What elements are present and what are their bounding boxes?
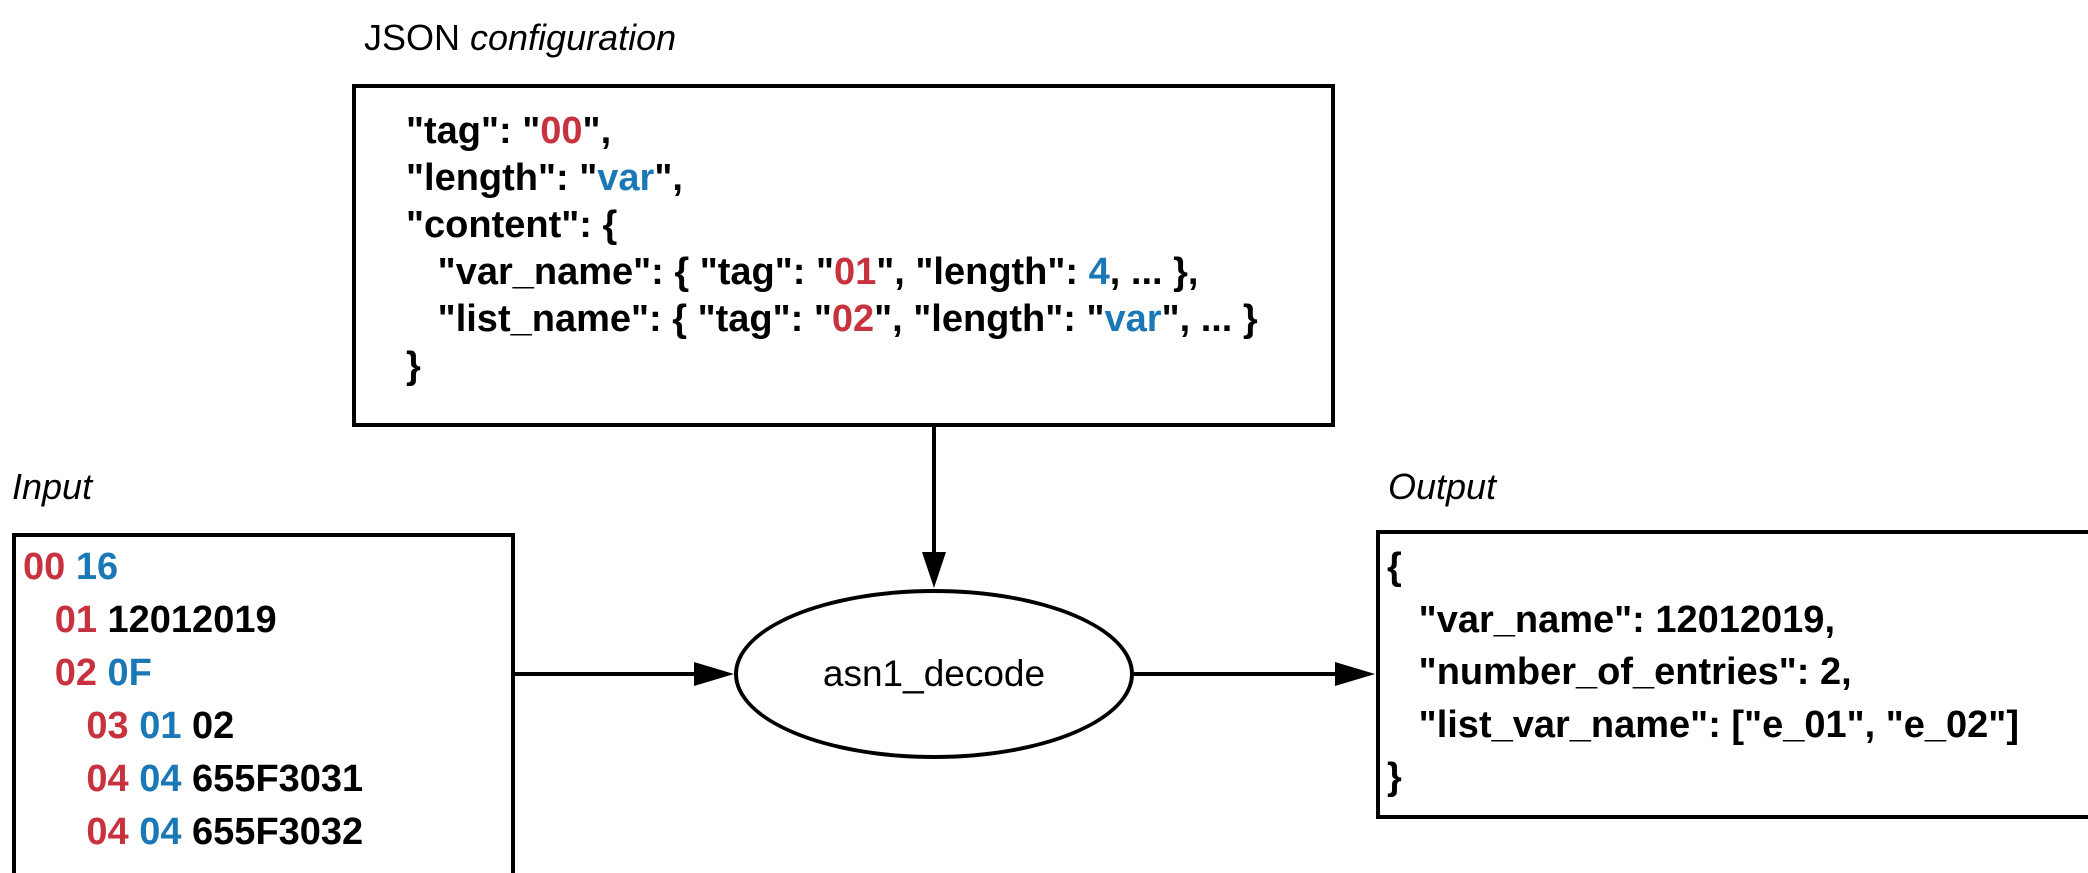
code-text: 655F3032 [181,811,364,853]
input-line: 04 04 655F3032 [23,810,363,854]
code-text [129,705,140,747]
config-caption-italic: configuration [470,17,677,58]
arrowhead-decode-to-output [1335,662,1375,686]
length-value: 01 [139,705,182,747]
code-text [65,546,76,588]
tag-value: 01 [833,251,877,293]
tag-value: 00 [540,110,583,152]
code-text: "tag": " [406,110,541,152]
length-value: var [1104,298,1162,340]
config-line: "tag": "00", [406,109,611,153]
code-text: "var_name": { "tag": " [406,251,834,293]
code-text: ", ... } [1161,298,1258,340]
code-text [23,599,55,641]
length-value: 04 [139,758,182,800]
tag-value: 04 [86,758,129,800]
code-text: ", "length": " [874,298,1105,340]
length-value: 0F [107,652,152,694]
input-line: 00 16 [23,545,118,589]
code-text: ", [582,110,612,152]
code-text: "content": { [406,204,618,246]
arrowhead-input-to-decode [694,662,734,686]
code-text: ", "length": [876,251,1089,293]
config-caption-plain: JSON [364,17,471,58]
code-text: 12012019 [96,599,277,641]
tag-value: 02 [54,652,97,694]
input-line: 02 0F [23,651,152,695]
code-text [129,811,140,853]
code-text: "number_of_entries": 2, [1387,651,1852,693]
length-value: 04 [139,811,182,853]
length-value: 4 [1088,251,1110,293]
code-text: } [406,345,421,387]
code-text [23,705,86,747]
tag-value: 04 [86,811,129,853]
code-text: ", [654,157,683,199]
tag-value: 02 [831,298,875,340]
code-text: , ... }, [1109,251,1199,293]
input-caption: Input [12,466,93,507]
code-text [97,652,108,694]
code-text: } [1387,756,1402,798]
output-line: "number_of_entries": 2, [1387,650,1852,694]
output-box: { "var_name": 12012019, "number_of_entri… [1376,530,2088,819]
code-text: "list_var_name": ["e_01", "e_02"] [1387,703,2019,746]
output-line: { [1387,545,1402,589]
config-line: "content": { [406,203,617,247]
tag-value: 01 [54,599,97,641]
config-line: } [406,344,421,388]
code-text [129,758,140,800]
output-caption: Output [1388,466,1497,507]
config-caption: JSON configuration [364,18,676,58]
input-line: 04 04 655F3031 [23,757,363,801]
code-text: "list_name": { "tag": " [406,298,832,340]
code-text: "length": " [406,157,598,199]
input-line: 03 01 02 [23,704,234,748]
code-text [23,652,55,694]
code-text: { [1387,546,1402,588]
code-text: "var_name": 12012019, [1387,598,1836,641]
code-text: 655F3031 [181,758,364,800]
config-box: "tag": "00","length": "var","content": {… [352,84,1335,427]
output-line: "var_name": 12012019, [1387,598,1835,642]
code-text [23,758,86,800]
decode-label: asn1_decode [822,653,1046,694]
input-line: 01 12012019 [23,598,277,642]
output-line: "list_var_name": ["e_01", "e_02"] [1387,703,2019,747]
output-line: } [1387,755,1402,799]
tag-value: 00 [23,546,66,588]
decode-node: asn1_decode [734,589,1134,759]
input-box: 00 16 01 12012019 02 0F 03 01 02 04 04 6… [12,533,515,873]
arrowhead-config-to-decode [922,552,946,588]
length-value: var [597,157,655,199]
config-line: "var_name": { "tag": "01", "length": 4, … [406,250,1199,294]
config-line: "length": "var", [406,156,683,200]
code-text [23,811,86,853]
config-line: "list_name": { "tag": "02", "length": "v… [406,297,1258,341]
code-text: 02 [181,705,235,747]
tag-value: 03 [86,705,129,747]
length-value: 16 [75,546,119,588]
